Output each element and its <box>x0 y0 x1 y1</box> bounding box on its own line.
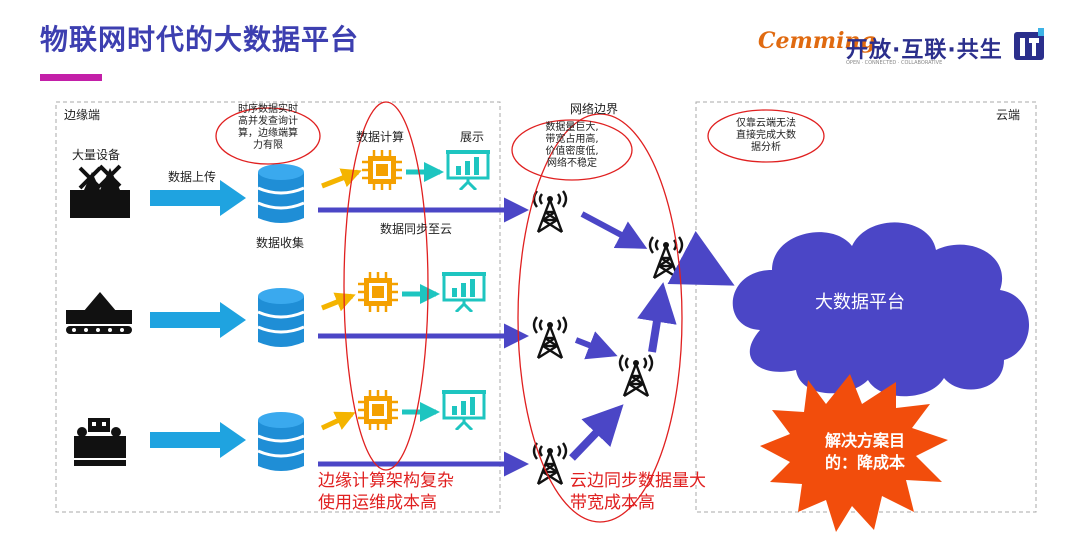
big-data-platform-label: 大数据平台 <box>815 292 905 313</box>
display-board-icon <box>442 272 486 312</box>
goal-text: 解决方案目的：降成本 <box>824 431 905 472</box>
data-sync-label: 数据同步至云 <box>380 222 453 236</box>
sync-problem-text: 云边同步数据量大带宽成本高 <box>570 471 706 513</box>
upload-arrow-3 <box>150 422 246 458</box>
display-label: 展示 <box>460 130 485 144</box>
edge-note-ellipse <box>215 107 321 165</box>
signal-tower-icon <box>532 442 568 486</box>
machinery-device-icon <box>66 292 132 334</box>
iot-logo-icon <box>1012 26 1046 62</box>
compute-chip-icon <box>362 150 402 190</box>
data-collect-label: 数据收集 <box>256 236 305 250</box>
logo-subtitle: OPEN · CONNECTED · COLLABORATIVE <box>846 60 943 66</box>
data-compute-label: 数据计算 <box>356 130 405 144</box>
network-note: 数据量巨大,带宽占用高, 价值密度低,网络不稳定 <box>545 122 599 169</box>
data-upload-label: 数据上传 <box>168 170 217 184</box>
edge-problem-text: 边缘计算架构复杂使用运维成本高 <box>318 471 454 513</box>
title-accent-bar <box>40 74 102 81</box>
upload-arrow-1 <box>150 180 246 216</box>
company-logo: Cemming <box>758 28 876 54</box>
display-board-icon <box>446 150 490 190</box>
signal-tower-icon <box>532 316 568 360</box>
network-zone-ellipse <box>517 113 683 523</box>
goal-burst-shape <box>760 374 948 532</box>
cloud-note-ellipse <box>707 109 825 163</box>
big-data-cloud-shape <box>732 222 1030 397</box>
windmill-device-icon <box>70 164 130 218</box>
signal-tower-icon <box>618 354 654 398</box>
cloud-note: 仅靠云端无法直接完成大数 据分析 <box>736 118 796 153</box>
database-icon <box>256 162 306 225</box>
page-title: 物联网时代的大数据平台 <box>40 23 360 56</box>
display-board-icon <box>442 390 486 430</box>
compute-zone-ellipse <box>343 101 429 471</box>
logo-slogan: 开放·互联·共生 <box>846 38 1003 63</box>
robot-device-icon <box>74 418 126 466</box>
upload-arrow-2 <box>150 302 246 338</box>
database-icon <box>256 410 306 473</box>
many-devices-label: 大量设备 <box>72 148 121 162</box>
edge-note: 时序数据实时高并发查询计 算，边缘端算力有限 <box>238 104 298 151</box>
network-note-ellipse <box>511 119 633 181</box>
network-zone-label: 网络边界 <box>570 102 619 116</box>
edge-zone-label: 边缘端 <box>64 108 101 122</box>
database-icon <box>256 286 306 349</box>
compute-chip-icon <box>358 272 398 312</box>
signal-tower-icon <box>532 190 568 234</box>
cloud-zone-label: 云端 <box>996 108 1021 122</box>
signal-tower-icon <box>648 236 684 280</box>
compute-chip-icon <box>358 390 398 430</box>
